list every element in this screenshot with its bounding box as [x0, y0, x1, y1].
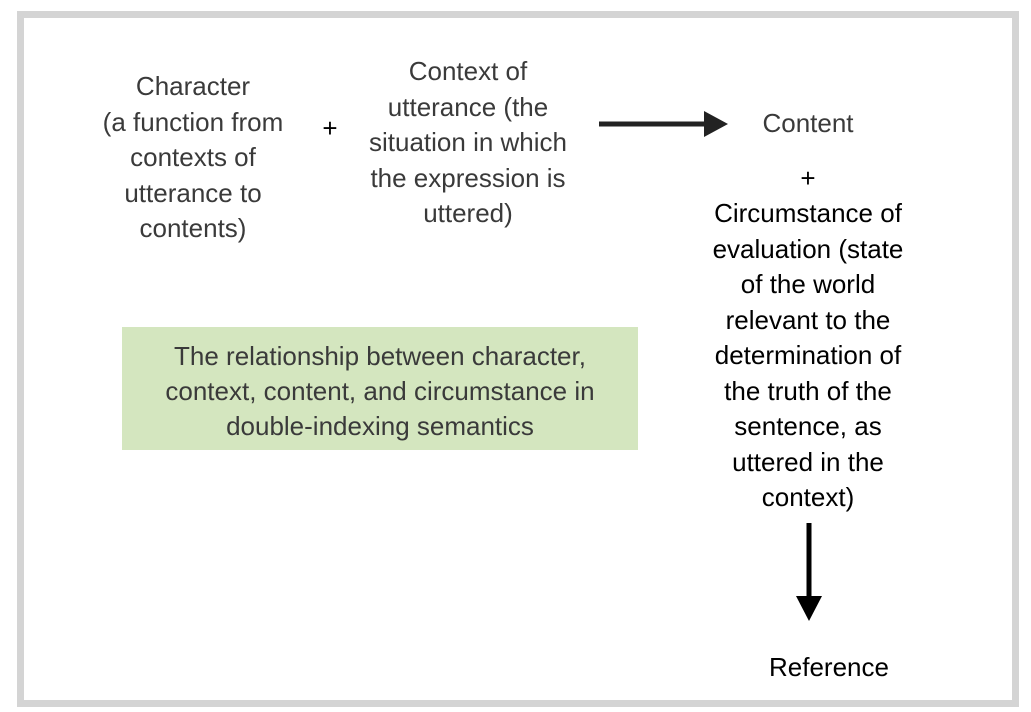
reference-node: Reference [769, 652, 889, 682]
character-node: Character (a function from contexts of u… [102, 71, 284, 243]
content-node: Content [762, 108, 854, 138]
arrow-context-to-content [599, 111, 728, 137]
arrow-right-head [704, 111, 728, 137]
circumstance-node: Circumstance of evaluation (state of the… [712, 198, 904, 512]
plus-sign-2: + [800, 163, 816, 193]
plus-sign-1: + [322, 113, 338, 143]
arrow-circumstance-to-reference [796, 523, 822, 621]
caption-box: The relationship between character, cont… [122, 327, 638, 450]
context-node: Context of utterance (the situation in w… [369, 56, 567, 228]
caption-text: The relationship between character, cont… [165, 341, 595, 441]
arrow-down-head [796, 596, 822, 621]
